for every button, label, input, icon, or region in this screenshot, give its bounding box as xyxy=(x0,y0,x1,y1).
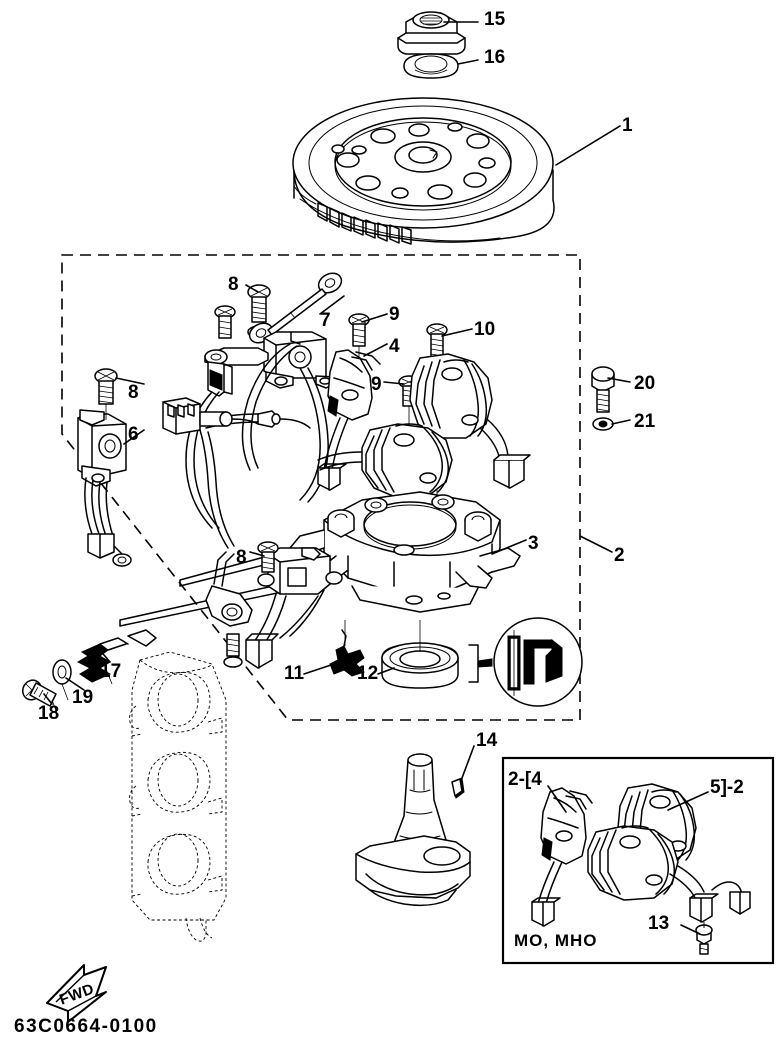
bearing-detail-circle xyxy=(468,617,583,707)
callout-label-12: 12 xyxy=(357,663,379,684)
flywheel-rotor-art xyxy=(292,97,555,245)
inset-caption: MO, MHO xyxy=(514,931,598,950)
bolt-20-art xyxy=(591,366,615,413)
wire-harness-art xyxy=(162,343,329,549)
lighting-coil-lower-art xyxy=(317,423,453,499)
diagram-part-number: 63C0664-0100 xyxy=(14,1016,158,1037)
wire-clip-art xyxy=(329,620,365,677)
callout-label-17: 17 xyxy=(100,661,122,682)
callout-label-1: 1 xyxy=(622,115,633,136)
callout-label-18: 18 xyxy=(38,703,60,724)
cdi-bracket-art xyxy=(204,347,269,397)
callout-label-15: 15 xyxy=(484,9,506,30)
bolt-8-left-art xyxy=(94,368,118,420)
charge-coil-upper-art xyxy=(409,353,531,489)
pulser-coil-art xyxy=(317,349,381,491)
inset-bracket-left: [ xyxy=(524,769,532,790)
callout-label-21: 21 xyxy=(634,411,656,432)
inset-bracket-right: ] xyxy=(720,777,727,798)
callout-label-10: 10 xyxy=(474,319,496,340)
inset-label-2-right: 2 xyxy=(733,777,744,798)
callout-label-2: 2 xyxy=(614,545,625,566)
callout-label-14: 14 xyxy=(476,730,498,751)
callout-label-8-lower: 8 xyxy=(236,547,247,568)
callout-label-3: 3 xyxy=(528,533,539,554)
lower-coil-unit-art xyxy=(205,541,343,669)
callout-label-6: 6 xyxy=(128,424,139,445)
callout-label-7: 7 xyxy=(320,310,331,331)
ground-lead-art xyxy=(248,272,343,344)
callout-label-9-pulser: 9 xyxy=(371,374,382,395)
callout-label-8-upper: 8 xyxy=(228,274,239,295)
callout-label-8-left: 8 xyxy=(128,382,139,403)
inset-label-5: 5 xyxy=(710,777,721,798)
drive-shaft-art xyxy=(355,753,471,907)
callout-label-9-upper: 9 xyxy=(389,304,400,325)
inset-charge-coil-lower xyxy=(587,825,751,955)
inset-label-2-left: 2 xyxy=(508,769,519,790)
inset-callout-2-4: 2-[4 xyxy=(508,769,542,791)
bolt-small-upper-art xyxy=(214,305,236,339)
flywheel-washer-art xyxy=(403,53,459,79)
callout-label-11: 11 xyxy=(284,663,305,684)
leader-lines xyxy=(43,21,631,779)
inset-dash-left: - xyxy=(518,769,525,790)
inset-label-4: 4 xyxy=(531,769,542,790)
callout-label-4: 4 xyxy=(389,336,400,357)
bolt-10-art xyxy=(426,323,448,500)
inset-callout-5-2: 5]-2 xyxy=(710,777,744,799)
rectifier-art xyxy=(77,409,132,567)
callout-label-16: 16 xyxy=(484,47,506,68)
callout-label-20: 20 xyxy=(634,373,656,394)
inset-leader-lines xyxy=(547,785,709,935)
inset-dash-right: - xyxy=(726,777,734,798)
callout-label-13: 13 xyxy=(648,913,670,934)
washer-21-art xyxy=(592,417,614,431)
engine-block-art xyxy=(129,651,227,942)
inset-pulser-coil xyxy=(531,787,593,927)
cdi-unit-art xyxy=(263,331,335,389)
callout-label-19: 19 xyxy=(72,687,94,708)
bearing-art xyxy=(381,620,459,689)
